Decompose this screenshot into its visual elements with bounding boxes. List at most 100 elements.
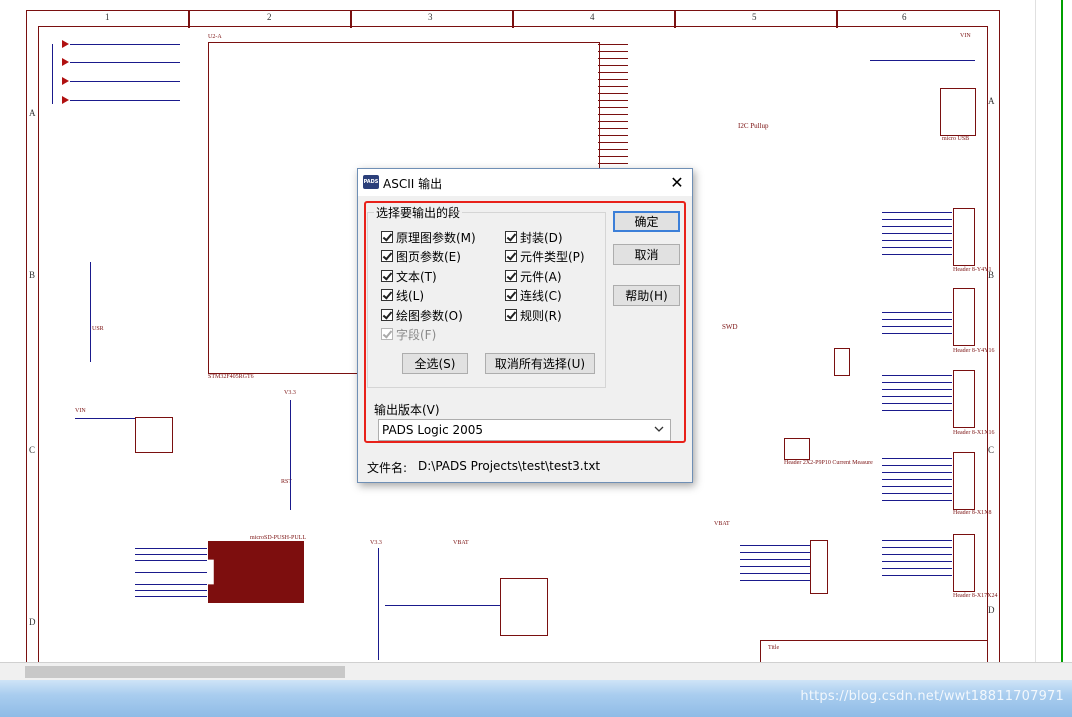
vbat-label: VBAT (453, 540, 469, 546)
current-measure-label: Header 2X2-P9P10 Current Measure (784, 460, 873, 466)
checkbox-checked-icon[interactable] (381, 250, 393, 262)
section-title: 选择要输出的段 (374, 204, 463, 221)
ruler-divider (188, 10, 190, 28)
column-number: 1 (105, 12, 110, 22)
checkbox-checked-icon[interactable] (505, 309, 517, 321)
header-j3-symbol[interactable] (810, 540, 828, 594)
mcu-u2a-part-number: STM32F405RGT6 (208, 374, 254, 380)
vin-label: VIN (75, 408, 86, 414)
wire (378, 548, 379, 660)
checkbox-schematic-params[interactable]: 原理图参数(M) (381, 229, 476, 245)
checkbox-checked-icon[interactable] (381, 289, 393, 301)
checkbox-part-types[interactable]: 元件类型(P) (505, 248, 585, 264)
wire (740, 545, 810, 546)
checkbox-connections[interactable]: 连线(C) (505, 287, 562, 303)
help-button[interactable]: 帮助(H) (613, 285, 680, 306)
ruler-divider (674, 10, 676, 28)
checkbox-label: 封装(D) (520, 230, 563, 245)
checkbox-checked-icon[interactable] (381, 231, 393, 243)
header-j8-symbol[interactable] (953, 370, 975, 428)
ok-button[interactable]: 确定 (613, 211, 680, 232)
mcu-u2c-symbol[interactable] (500, 578, 548, 636)
select-all-button[interactable]: 全选(S) (402, 353, 468, 374)
dialog-titlebar[interactable]: PADS ASCII 输出 ✕ (358, 169, 692, 196)
deselect-all-button[interactable]: 取消所有选择(U) (485, 353, 595, 374)
filename-path: D:\PADS Projects\test\test3.txt (418, 459, 601, 473)
wire (385, 605, 500, 606)
header-j7-label: Header 8-Y4Y16 (953, 348, 995, 354)
ruler-divider (350, 10, 352, 28)
regulator-u1-symbol[interactable] (135, 417, 173, 453)
horizontal-scrollbar[interactable] (0, 662, 1072, 681)
header-j7-symbol[interactable] (953, 288, 975, 346)
version-label: 输出版本(V) (374, 403, 440, 417)
checkbox-checked-icon[interactable] (381, 309, 393, 321)
row-letter: B (988, 270, 995, 280)
header-j9-label: Header 8-X1X8 (953, 510, 992, 516)
pads-app-icon: PADS (363, 175, 379, 189)
cancel-button[interactable]: 取消 (613, 244, 680, 265)
ruler-divider (512, 10, 514, 28)
v33-label: V3.3 (284, 390, 296, 396)
checkbox-checked-icon[interactable] (505, 231, 517, 243)
reset-label: RST (281, 479, 293, 485)
usb-connector-symbol[interactable] (940, 88, 976, 136)
header-j6-label: Header 8-Y4Y1 (953, 267, 992, 273)
header-j9-symbol[interactable] (953, 452, 975, 510)
microsd-connector-symbol[interactable] (208, 541, 304, 603)
checkbox-checked-icon[interactable] (505, 250, 517, 262)
checkbox-fields: 字段(F) (381, 326, 436, 342)
swd-switch-symbol[interactable] (834, 348, 850, 376)
checkbox-sheet-params[interactable]: 图页参数(E) (381, 248, 461, 264)
mcu-u2a-refdes: U2-A (208, 34, 222, 40)
checkbox-decals[interactable]: 封装(D) (505, 229, 563, 245)
swd-label: SWD (722, 323, 738, 331)
led-icon (62, 40, 69, 48)
vbat-label: VBAT (714, 521, 730, 527)
checkbox-checked-icon[interactable] (381, 270, 393, 282)
ascii-output-dialog[interactable]: PADS ASCII 输出 ✕ 选择要输出的段 原理图参数(M) 图页参数(E)… (357, 168, 693, 483)
checkbox-rules[interactable]: 规则(R) (505, 307, 562, 323)
checkbox-label: 线(L) (396, 288, 425, 303)
ruler-divider (836, 10, 838, 28)
column-number: 3 (428, 12, 433, 22)
right-panel (1035, 0, 1072, 662)
checkbox-checked-icon[interactable] (505, 289, 517, 301)
checkbox-label: 绘图参数(O) (396, 308, 463, 323)
wire (70, 81, 180, 82)
wire (882, 458, 952, 459)
mcu-pin-stubs (598, 44, 628, 45)
title-block (760, 640, 988, 664)
wire (290, 400, 291, 510)
wire (882, 212, 952, 213)
close-icon[interactable]: ✕ (670, 173, 684, 192)
usr-switch-label: USR (92, 326, 104, 332)
wire (75, 418, 135, 419)
wire (52, 44, 53, 104)
checkbox-lines[interactable]: 线(L) (381, 287, 424, 303)
column-number: 6 (902, 12, 907, 22)
usb-connector-label: micro USB (942, 136, 970, 142)
checkbox-checked-icon (381, 328, 393, 340)
header-j10-symbol[interactable] (953, 534, 975, 592)
scrollbar-thumb[interactable] (25, 666, 345, 678)
checkbox-label: 元件类型(P) (520, 249, 585, 264)
led-icon (62, 96, 69, 104)
watermark-text: https://blog.csdn.net/wwt18811707971 (800, 689, 1064, 704)
checkbox-drawing-params[interactable]: 绘图参数(O) (381, 307, 463, 323)
checkbox-checked-icon[interactable] (505, 270, 517, 282)
checkbox-label: 字段(F) (396, 327, 437, 342)
header-j6-symbol[interactable] (953, 208, 975, 266)
version-select[interactable]: PADS Logic 2005 (378, 419, 671, 441)
checkbox-parts[interactable]: 元件(A) (505, 268, 562, 284)
wire (70, 44, 180, 45)
header-j2-symbol[interactable] (784, 438, 810, 460)
row-letter: B (29, 270, 36, 280)
i2c-pullup-label: I2C Pullup (738, 122, 769, 130)
v33-label: V3.3 (370, 540, 382, 546)
checkbox-text[interactable]: 文本(T) (381, 268, 437, 284)
row-letter: A (29, 108, 36, 118)
microsd-label: microSD-PUSH-PULL (250, 535, 307, 541)
wire (882, 375, 952, 376)
chevron-down-icon (654, 426, 664, 432)
